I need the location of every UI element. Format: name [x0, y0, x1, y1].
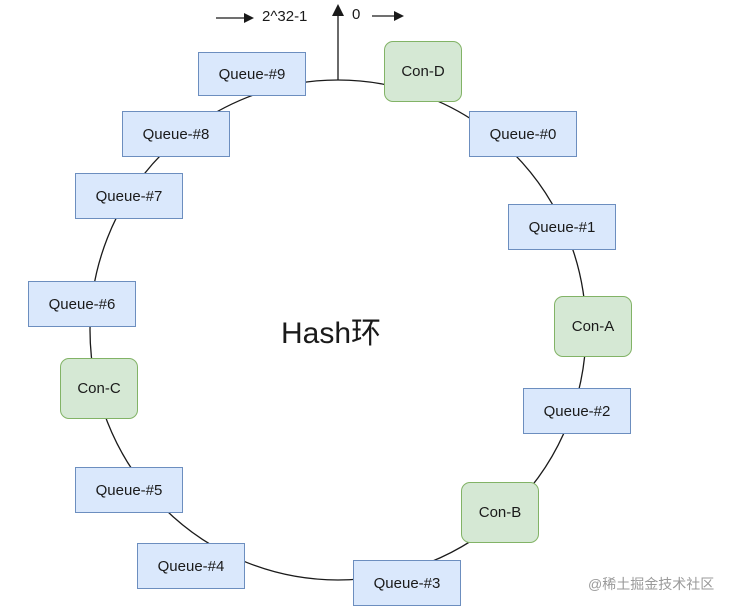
node-queue-8: Queue-#8 [122, 111, 230, 157]
start-arrowhead [394, 11, 404, 21]
node-queue-9: Queue-#9 [198, 52, 306, 96]
ring-start-arrowhead [332, 4, 344, 16]
ring-title: Hash环 [281, 317, 382, 350]
node-queue-5: Queue-#5 [75, 467, 183, 513]
node-con-b: Con-B [461, 482, 539, 543]
node-con-c: Con-C [60, 358, 138, 419]
node-con-a: Con-A [554, 296, 632, 357]
watermark-text: @稀土掘金技术社区 [588, 576, 715, 592]
ring-end-label: 2^32-1 [262, 8, 308, 25]
node-queue-2: Queue-#2 [523, 388, 631, 434]
node-queue-3: Queue-#3 [353, 560, 461, 606]
node-queue-4: Queue-#4 [137, 543, 245, 589]
node-queue-7: Queue-#7 [75, 173, 183, 219]
node-queue-0: Queue-#0 [469, 111, 577, 157]
node-con-d: Con-D [384, 41, 462, 102]
node-queue-6: Queue-#6 [28, 281, 136, 327]
end-arrowhead [244, 13, 254, 23]
node-queue-1: Queue-#1 [508, 204, 616, 250]
ring-start-label: 0 [352, 6, 361, 23]
